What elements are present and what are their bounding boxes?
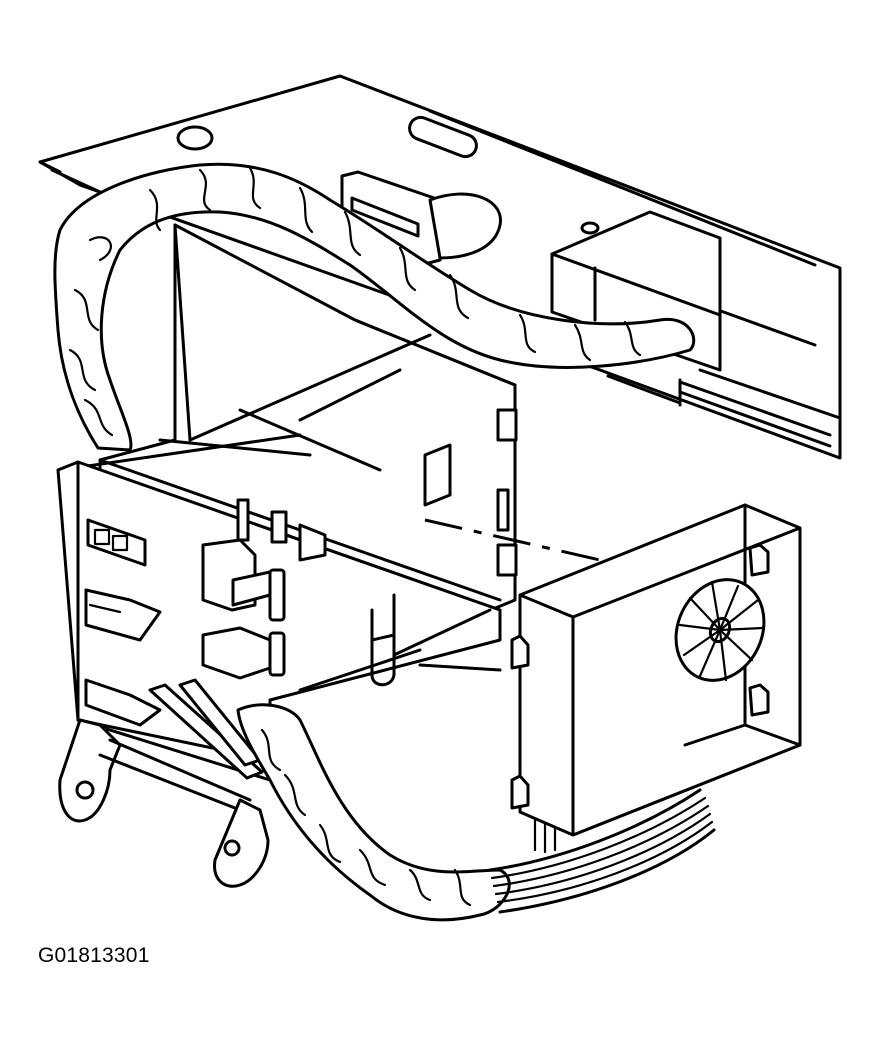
bracket-window <box>423 443 452 507</box>
module-tab-icon <box>510 774 530 810</box>
mounting-tab-icon <box>496 408 518 442</box>
relay-panel <box>56 460 502 782</box>
mounting-tab-icon <box>496 488 510 532</box>
fuse-icon <box>298 523 327 562</box>
relay-block <box>201 538 286 622</box>
module-tab-icon <box>510 634 530 670</box>
module-tab-icon <box>748 683 770 717</box>
plate-hole-icon <box>176 125 214 151</box>
circular-connector-icon <box>674 578 766 682</box>
electronic-module <box>424 503 802 837</box>
figure-id-label: G01813301 <box>38 944 150 967</box>
fuse-icon <box>270 510 288 544</box>
bolt-hole-icon <box>223 839 241 857</box>
u-clip-icon <box>370 593 396 687</box>
ribbon-wires <box>488 788 716 914</box>
relay-connector <box>84 678 162 727</box>
plate-slot-icon <box>408 115 478 159</box>
relay-connector <box>84 588 162 642</box>
wiring-harness-braid <box>53 162 696 452</box>
mounting-tab-icon <box>496 543 518 577</box>
relay-connector <box>86 518 147 567</box>
bolt-hole-icon <box>75 780 95 800</box>
mounting-arms <box>58 678 270 888</box>
relay-block <box>201 626 286 680</box>
block-hole-icon <box>580 221 600 235</box>
fuse-icon <box>236 498 250 542</box>
lower-harness-braid <box>236 703 511 922</box>
module-tab-icon <box>748 543 770 577</box>
